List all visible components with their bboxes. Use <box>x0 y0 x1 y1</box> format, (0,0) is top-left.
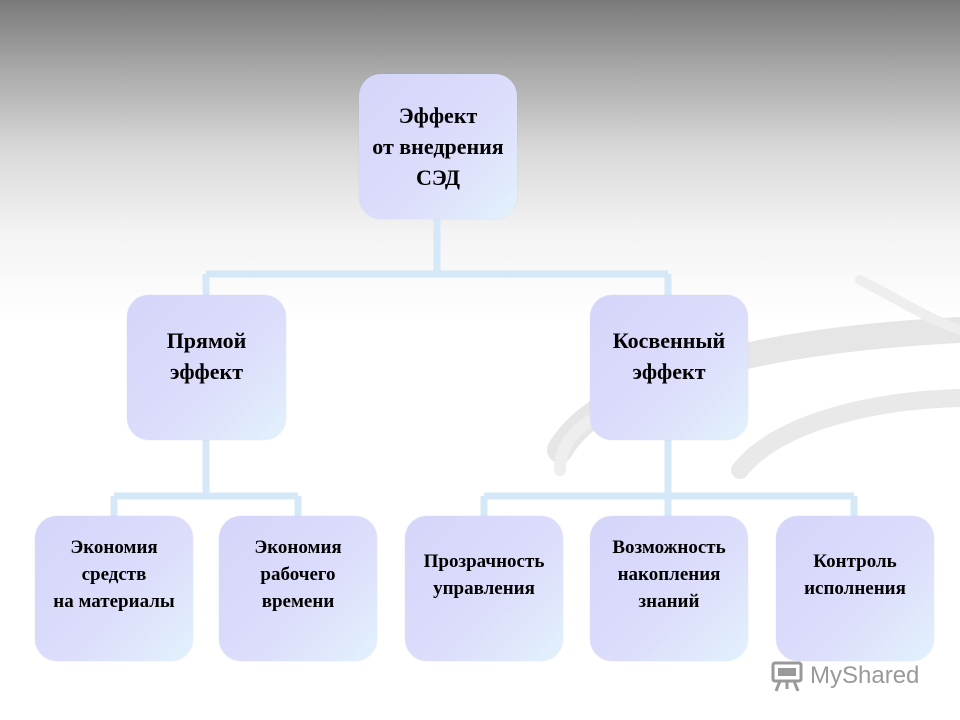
node-material-savings: Экономия средств на материалы <box>35 516 193 661</box>
node-knowledge-accumulation-label: Возможность накопления знаний <box>612 537 726 612</box>
watermark-text: MyShared <box>810 662 920 689</box>
root-node-label: Эффект от внедрения СЭД <box>372 103 504 190</box>
node-indirect-effect: Косвенный эффект <box>590 295 748 440</box>
node-direct-effect: Прямой эффект <box>127 295 286 440</box>
watermark: MyShared <box>770 656 919 696</box>
node-management-transparency: Прозрачность управления <box>405 516 563 661</box>
node-execution-control: Контроль исполнения <box>776 516 934 661</box>
node-worktime-savings: Экономия рабочего времени <box>219 516 377 661</box>
presentation-board-icon <box>771 661 803 692</box>
node-execution-control-label: Контроль исполнения <box>804 550 906 599</box>
node-material-savings-label: Экономия средств на материалы <box>53 537 175 612</box>
node-knowledge-accumulation: Возможность накопления знаний <box>590 516 748 661</box>
node-worktime-savings-label: Экономия рабочего времени <box>254 537 342 612</box>
root-node: Эффект от внедрения СЭД <box>359 74 517 219</box>
node-management-transparency-label: Прозрачность управления <box>423 550 545 599</box>
node-direct-effect-label: Прямой эффект <box>166 327 247 384</box>
node-indirect-effect-label: Косвенный эффект <box>612 327 726 384</box>
